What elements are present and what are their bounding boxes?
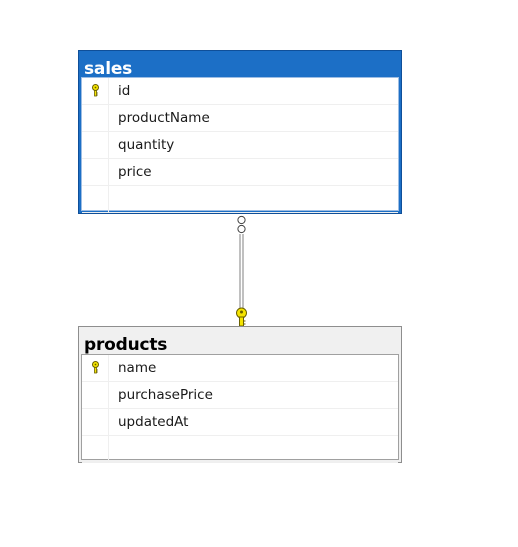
column-row[interactable]: price (82, 159, 398, 186)
row-selector[interactable] (82, 186, 109, 212)
row-selector[interactable] (82, 436, 109, 462)
key-icon (92, 361, 99, 374)
column-name: price (118, 164, 152, 180)
empty-column-row[interactable] (82, 436, 398, 463)
table-sales[interactable]: sales id productName (78, 50, 402, 214)
relationship-line[interactable] (239, 234, 244, 310)
column-name: quantity (118, 137, 175, 153)
column-row[interactable]: productName (82, 105, 398, 132)
column-row[interactable]: id (82, 78, 398, 105)
column-name: name (118, 360, 157, 376)
table-products[interactable]: products name purchasePrice (78, 326, 402, 463)
infinity-icon (237, 215, 246, 234)
row-selector[interactable] (82, 355, 109, 381)
row-selector[interactable] (82, 159, 109, 185)
key-icon (92, 84, 99, 97)
table-title[interactable]: products (84, 335, 168, 355)
column-name: id (118, 83, 131, 99)
column-list: name purchasePrice updatedAt (81, 354, 399, 463)
column-row[interactable]: updatedAt (82, 409, 398, 436)
column-row[interactable]: purchasePrice (82, 382, 398, 409)
table-title[interactable]: sales (84, 59, 133, 79)
row-selector[interactable] (82, 132, 109, 158)
row-selector[interactable] (82, 409, 109, 435)
row-selector[interactable] (82, 382, 109, 408)
column-row[interactable]: name (82, 355, 398, 382)
column-list: id productName quantity price (81, 77, 399, 213)
column-row[interactable]: quantity (82, 132, 398, 159)
row-selector[interactable] (82, 78, 109, 104)
row-selector[interactable] (82, 105, 109, 131)
relationship-key-icon (236, 307, 247, 327)
column-name: purchasePrice (118, 387, 213, 403)
empty-column-row[interactable] (82, 186, 398, 213)
column-name: productName (118, 110, 210, 126)
column-name: updatedAt (118, 414, 189, 430)
